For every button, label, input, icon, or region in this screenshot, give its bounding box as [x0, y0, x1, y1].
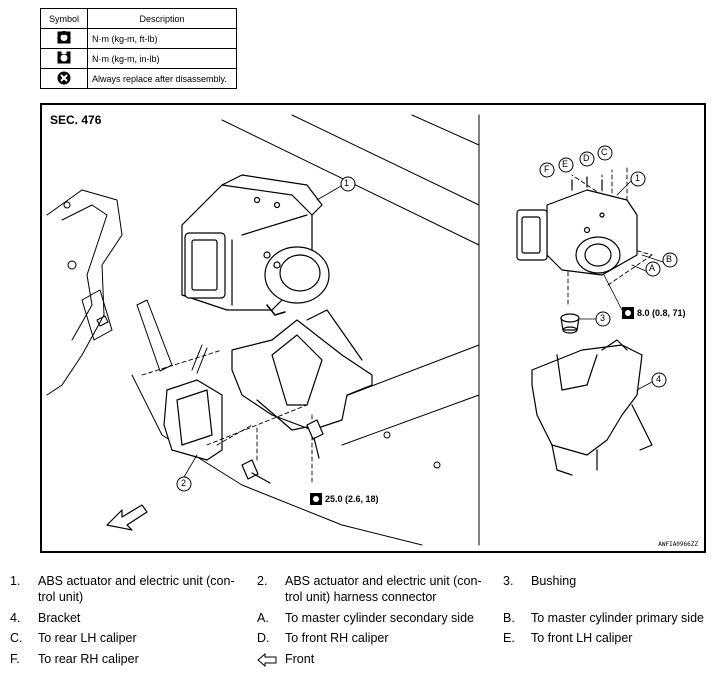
symbol-table: Symbol Description N·m (kg-m, ft-lb) N·m…: [40, 8, 237, 89]
callout-A: A: [649, 263, 656, 273]
guide-lines: [141, 164, 653, 486]
abs-unit-right: [516, 176, 638, 276]
symbol-desc-3: Always replace after disassembly.: [87, 68, 237, 89]
description-header: Description: [87, 8, 237, 29]
body-panel: [46, 114, 480, 546]
callout-C: C: [601, 147, 608, 157]
callout-leaders: [183, 180, 664, 478]
bracket-left: [231, 309, 373, 431]
symbol-desc-2: N·m (kg-m, in-lb): [87, 48, 237, 69]
figure-id: AWFIA0966ZZ: [658, 541, 698, 548]
callout-B: B: [666, 254, 673, 264]
bracket-right: [531, 339, 653, 476]
section-label: SEC. 476: [50, 113, 102, 127]
diagram-drawing: [46, 114, 678, 546]
torque-wrench-small-icon: [57, 51, 71, 64]
torque-left: 25.0 (2.6, 18): [310, 493, 379, 505]
front-arrow-icon: [257, 653, 277, 667]
bushing-right: [560, 313, 580, 334]
always-replace-icon: [57, 71, 71, 84]
symbol-header: Symbol: [40, 8, 88, 29]
callout-1-right: 1: [635, 173, 641, 183]
torque-wrench-icon: [622, 307, 634, 319]
callout-3: 3: [600, 313, 606, 323]
torque-left-value: 25.0 (2.6, 18): [325, 494, 379, 504]
torque-right-value: 8.0 (0.8, 71): [637, 308, 686, 318]
torque-right: 8.0 (0.8, 71): [622, 307, 686, 319]
callout-1-left: 1: [344, 178, 350, 188]
callout-2-left: 2: [181, 478, 187, 488]
symbol-desc-1: N·m (kg-m, ft-lb): [87, 28, 237, 49]
callout-4: 4: [656, 374, 662, 384]
abs-unit-left: [181, 174, 330, 316]
callout-D: D: [583, 153, 590, 163]
front-arrow-icon: [106, 504, 148, 531]
harness-connector-left: [163, 344, 223, 461]
callout-circles: [176, 145, 678, 492]
callout-F: F: [544, 164, 550, 174]
callout-E: E: [562, 159, 569, 169]
bolts-left: [241, 419, 324, 484]
torque-wrench-icon: [57, 31, 71, 44]
exploded-diagram: SEC. 476 1 2 F E D C 1 B A 3 4 25.0 (2.6…: [40, 103, 706, 553]
torque-wrench-icon: [310, 493, 322, 505]
